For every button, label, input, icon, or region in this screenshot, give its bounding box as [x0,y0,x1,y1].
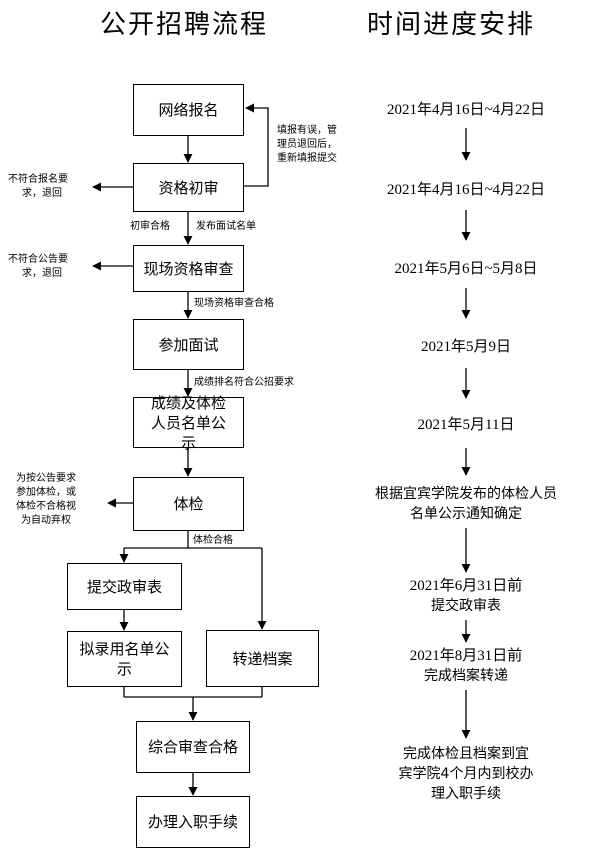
box-publicity: 成绩及体检人员名单公示 [133,394,244,452]
flow-title: 公开招聘流程 [100,10,269,40]
box-onboarding: 办理入职手续 [136,796,250,848]
timeline-item-5: 2021年5月11日 [417,417,515,433]
note-resubmit: 填报有误，管 理员退回后， 重新填报提交 [277,125,337,164]
box-interview: 参加面试 [133,319,244,370]
note-publish-interview-list: 发布面试名单 [196,221,256,232]
box-proposed-hire: 拟录用名单公示 [67,631,182,687]
box-initial-review: 资格初审 [133,163,244,212]
box-transfer-files: 转递档案 [206,630,319,687]
note-ranking-meets: 成绩排名符合公招要求 [194,377,294,388]
box-onsite-review: 现场资格审查 [133,245,244,292]
note-reject-registration: 不符合报名要 求，退回 [8,174,68,199]
timeline-item-9: 完成体检且档案到宜 宾学院4个月内到校办 理入职手续 [398,746,534,802]
note-waive: 为按公告要求 参加体检，或 体检不合格视 为自动弃权 [16,473,76,526]
timeline-item-2: 2021年4月16日~4月22日 [386,182,546,198]
box-online-registration: 网络报名 [133,84,244,136]
box-comprehensive-review: 综合审查合格 [136,721,250,773]
timeline-item-7: 2021年6月31日前 提交政审表 [409,578,523,614]
timeline-item-1: 2021年4月16日~4月22日 [386,102,546,118]
timeline-title: 时间进度安排 [367,10,536,40]
note-pass-physical: 体检合格 [193,535,233,546]
resubmit-loop [244,103,269,187]
box-physical-exam: 体检 [133,477,244,531]
timeline-item-3: 2021年5月6日~5月8日 [394,261,538,277]
box-submit-political: 提交政审表 [67,563,182,610]
timeline-item-4: 2021年5月9日 [420,339,511,355]
note-pass-onsite: 现场资格审查合格 [194,298,274,309]
note-pass-initial: 初审合格 [130,221,170,232]
timeline-item-6: 根据宜宾学院发布的体检人员 名单公示通知确定 [375,486,557,522]
timeline-item-8: 2021年8月31日前 完成档案转递 [409,648,523,684]
note-reject-announcement: 不符合公告要 求，退回 [8,254,68,279]
